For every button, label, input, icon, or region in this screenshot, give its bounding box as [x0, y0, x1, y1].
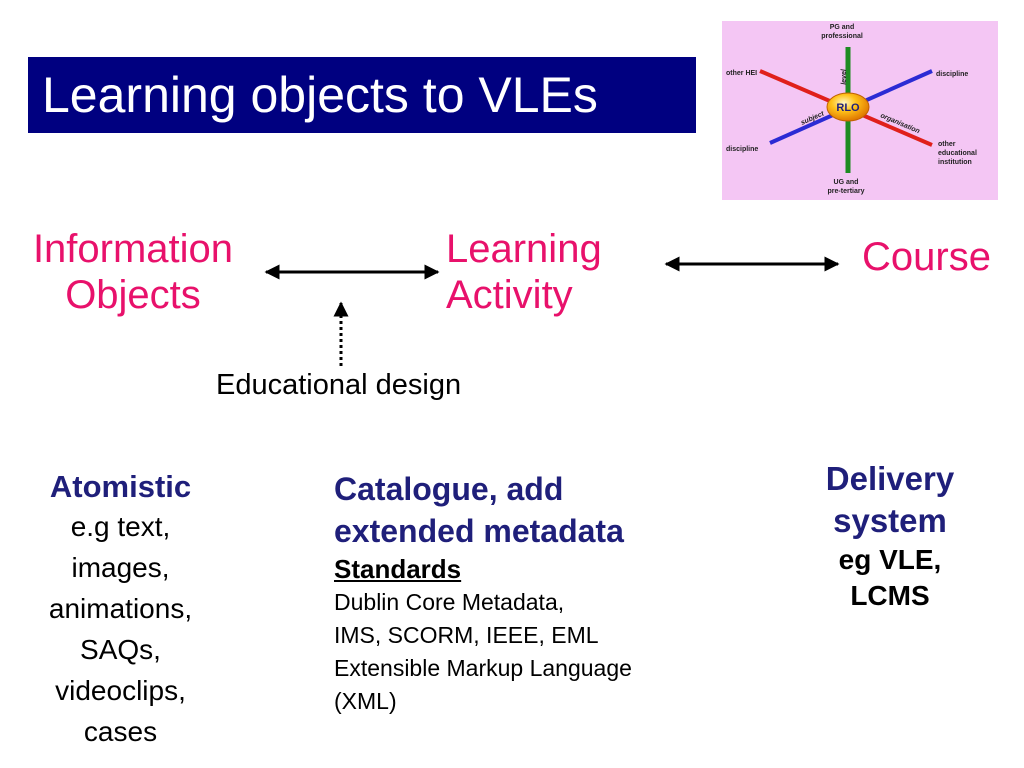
rlo-top-1: PG and [830, 24, 855, 31]
rlo-orb [826, 92, 870, 122]
rlo-top-2: professional [821, 33, 863, 40]
rlo-right-lower-3: institution [938, 159, 972, 166]
standards-line-4: (XML) [334, 688, 397, 714]
atomistic-line-3: animations, [48, 593, 193, 624]
rlo-left-upper: other HEI [726, 70, 757, 77]
column-catalogue: Catalogue, add extended metadata Standar… [334, 468, 714, 718]
title-banner: Learning objects to VLEs [28, 57, 696, 133]
atomistic-line-2: images, [71, 552, 170, 583]
node-learning-activity-line1: Learning [446, 227, 602, 271]
node-information-objects-line2: Objects [65, 273, 201, 317]
standards-line-2: IMS, SCORM, IEEE, EML [334, 622, 599, 648]
atomistic-line-4: SAQs, [80, 634, 161, 665]
slide-title: Learning objects to VLEs [42, 67, 598, 123]
educational-design-label: Educational design [216, 369, 462, 401]
rlo-right-lower-1: other [938, 141, 956, 148]
standards-heading: Standards [334, 552, 714, 586]
rlo-diagram-svg: RLO PG and professional level discipline… [726, 24, 977, 195]
atomistic-line-5: videoclips, [55, 675, 186, 706]
delivery-line-1: eg VLE, [838, 544, 942, 575]
delivery-line-2: LCMS [850, 580, 930, 611]
rlo-bottom-1: UG and [834, 179, 859, 186]
node-information-objects-line1: Information [32, 227, 234, 271]
rlo-left-lower: discipline [726, 146, 758, 153]
atomistic-heading: Atomistic [49, 469, 192, 504]
standards-line-1: Dublin Core Metadata, [334, 589, 565, 615]
rlo-right-lower-2: educational [938, 150, 977, 157]
atomistic-line-6: cases [83, 716, 158, 747]
catalogue-heading-line1: Catalogue, add [334, 471, 564, 507]
delivery-heading-line1: Delivery [825, 460, 955, 497]
node-learning-activity: Learning Activity [446, 226, 646, 318]
node-information-objects: Information Objects [18, 226, 248, 318]
rlo-center-label: RLO [836, 102, 860, 114]
column-atomistic: Atomistic e.g text, images, animations, … [18, 468, 223, 752]
delivery-heading-line2: system [833, 502, 947, 539]
atomistic-line-1: e.g text, [70, 511, 171, 542]
rlo-bottom-2: pre-tertiary [828, 188, 865, 195]
node-course: Course [862, 235, 991, 279]
catalogue-heading-line2: extended metadata [334, 513, 624, 549]
rlo-diagram: RLO PG and professional level discipline… [722, 21, 998, 200]
node-learning-activity-line2: Activity [446, 273, 573, 317]
rlo-right-upper: discipline [936, 71, 968, 78]
rlo-level-label: level [841, 68, 848, 85]
standards-heading-text: Standards [334, 554, 462, 584]
column-delivery: Delivery system eg VLE, LCMS [800, 458, 980, 614]
standards-line-3: Extensible Markup Language [334, 655, 632, 681]
